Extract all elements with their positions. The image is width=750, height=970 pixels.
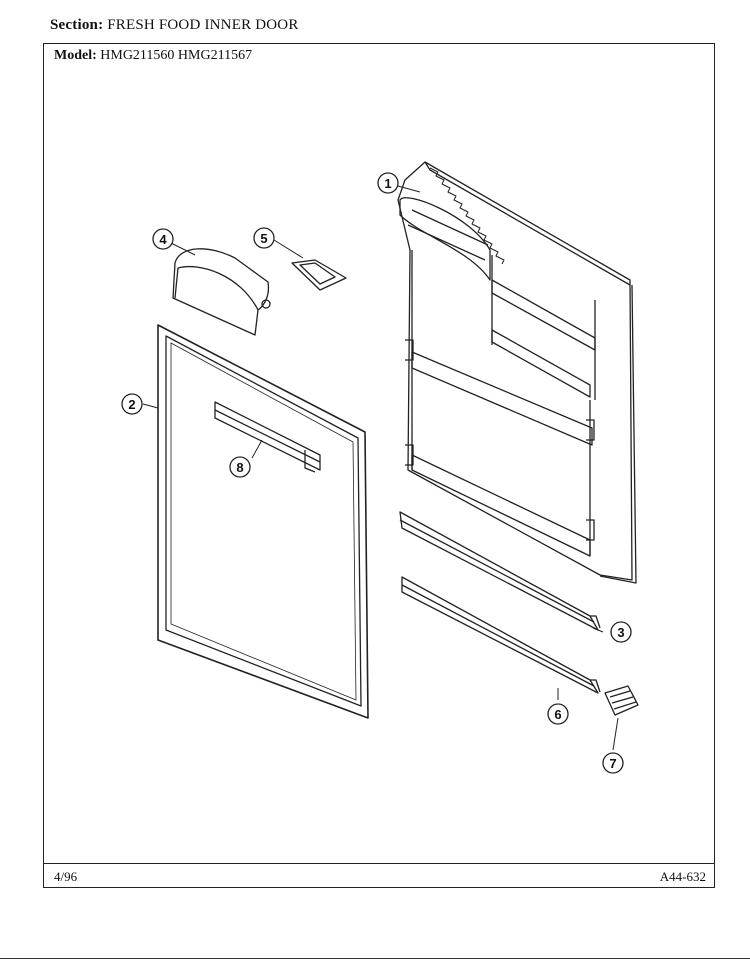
- model-header: Model: HMG211560 HMG211567: [54, 48, 252, 64]
- callout-1-label: 1: [384, 176, 391, 191]
- callout-5: 5: [253, 227, 275, 249]
- small-tray: [291, 259, 347, 291]
- footer-date: 4/96: [54, 869, 78, 884]
- leader-lines: [142, 185, 619, 751]
- callout-3-label: 3: [617, 625, 624, 640]
- dairy-door-cover: [172, 248, 271, 336]
- section-value: FRESH FOOD INNER DOOR: [107, 17, 299, 33]
- callout-6-label: 6: [554, 707, 561, 722]
- footer-code: A44-632: [659, 869, 706, 884]
- callout-4: 4: [152, 228, 174, 250]
- callout-4-label: 4: [159, 232, 167, 247]
- callout-3: 3: [610, 621, 632, 643]
- section-label: Section:: [50, 17, 104, 33]
- callout-2: 2: [121, 393, 143, 415]
- callout-1: 1: [377, 172, 399, 194]
- shelf-bar-lower: [401, 576, 601, 694]
- callout-6: 6: [547, 703, 569, 725]
- shelf-bar-upper: [399, 511, 601, 631]
- callout-8-label: 8: [236, 460, 243, 475]
- page-bottom-rule: [0, 958, 750, 959]
- callout-7-label: 7: [609, 756, 616, 771]
- callout-7: 7: [602, 752, 624, 774]
- clip-part: [604, 685, 639, 716]
- diagram-frame: Model: HMG211560 HMG211567 4/96 A44-632: [43, 43, 715, 888]
- callout-5-label: 5: [260, 231, 267, 246]
- callout-8: 8: [229, 456, 251, 478]
- section-header: Section: FRESH FOOD INNER DOOR: [50, 17, 299, 34]
- door-gasket: [157, 324, 369, 719]
- model-label: Model:: [54, 48, 97, 63]
- callout-2-label: 2: [128, 397, 135, 412]
- gasket-retainer-bar: [214, 401, 321, 473]
- footer-divider: [44, 863, 714, 864]
- inner-door-liner: [397, 161, 637, 584]
- model-value: HMG211560 HMG211567: [100, 48, 253, 63]
